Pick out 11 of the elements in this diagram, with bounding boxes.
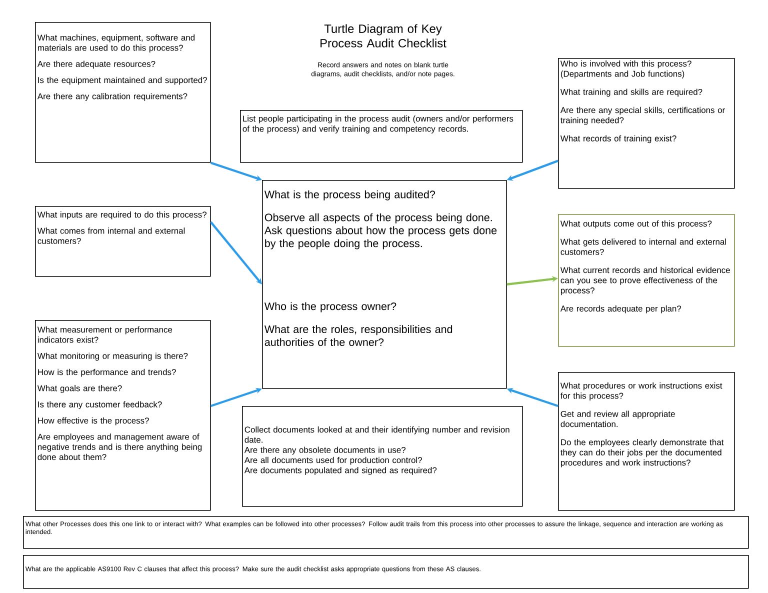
question-box: What procedures or work instructions exist for this process? Get and review all appropriate documentation. Do the employees clearly demonstrate that they can do their jobs per the documented procedures and work instructions? [558, 372, 735, 511]
arrow [210, 221, 262, 284]
question-box: What measurement or performance indicators exist? What monitoring or measuring is there? How is the performance and trends? What goals are there? Is there any customer feedback? How effective is the process? Are employees and management aware of negative trends and is there anything being done about them? [35, 320, 211, 511]
question-box: Collect documents looked at and their identifying number and revision date. Are there any obsolete documents in use? Are all documents used for production control? Are documents populated and signed as required? [242, 406, 523, 507]
question-box: What outputs come out of this process? What gets delivered to internal and external customers? What current records and historical evidence can you see to prove effectiveness of the process? Are records adequate per plan? [558, 214, 735, 347]
question-box: What machines, equipment, software and materials are used to do this process? Are there adequate resources? Is the equipment maintained and supported? Are there any calibration requirements? [35, 22, 211, 163]
question-box: What is the process being audited? Observe all aspects of the process being done. Ask questions about how the process gets done by the people doing the process. Who is the process owner? What are the roles, responsibilities and authorities of the owner? [262, 180, 507, 389]
question-box: Who is involved with this process? (Departments and Job functions) What training and skills are required? Are there any special skills, certifications or training needed? What records of training exist? [558, 58, 735, 189]
title: Turtle Diagram of Key Process Audit Checklist [320, 24, 446, 48]
question-box: What inputs are required to do this process? What comes from internal and external customers? [35, 206, 211, 277]
question-box: List people participating in the process audit (owners and/or performers of the process) and verify training and competency records. [240, 110, 523, 163]
